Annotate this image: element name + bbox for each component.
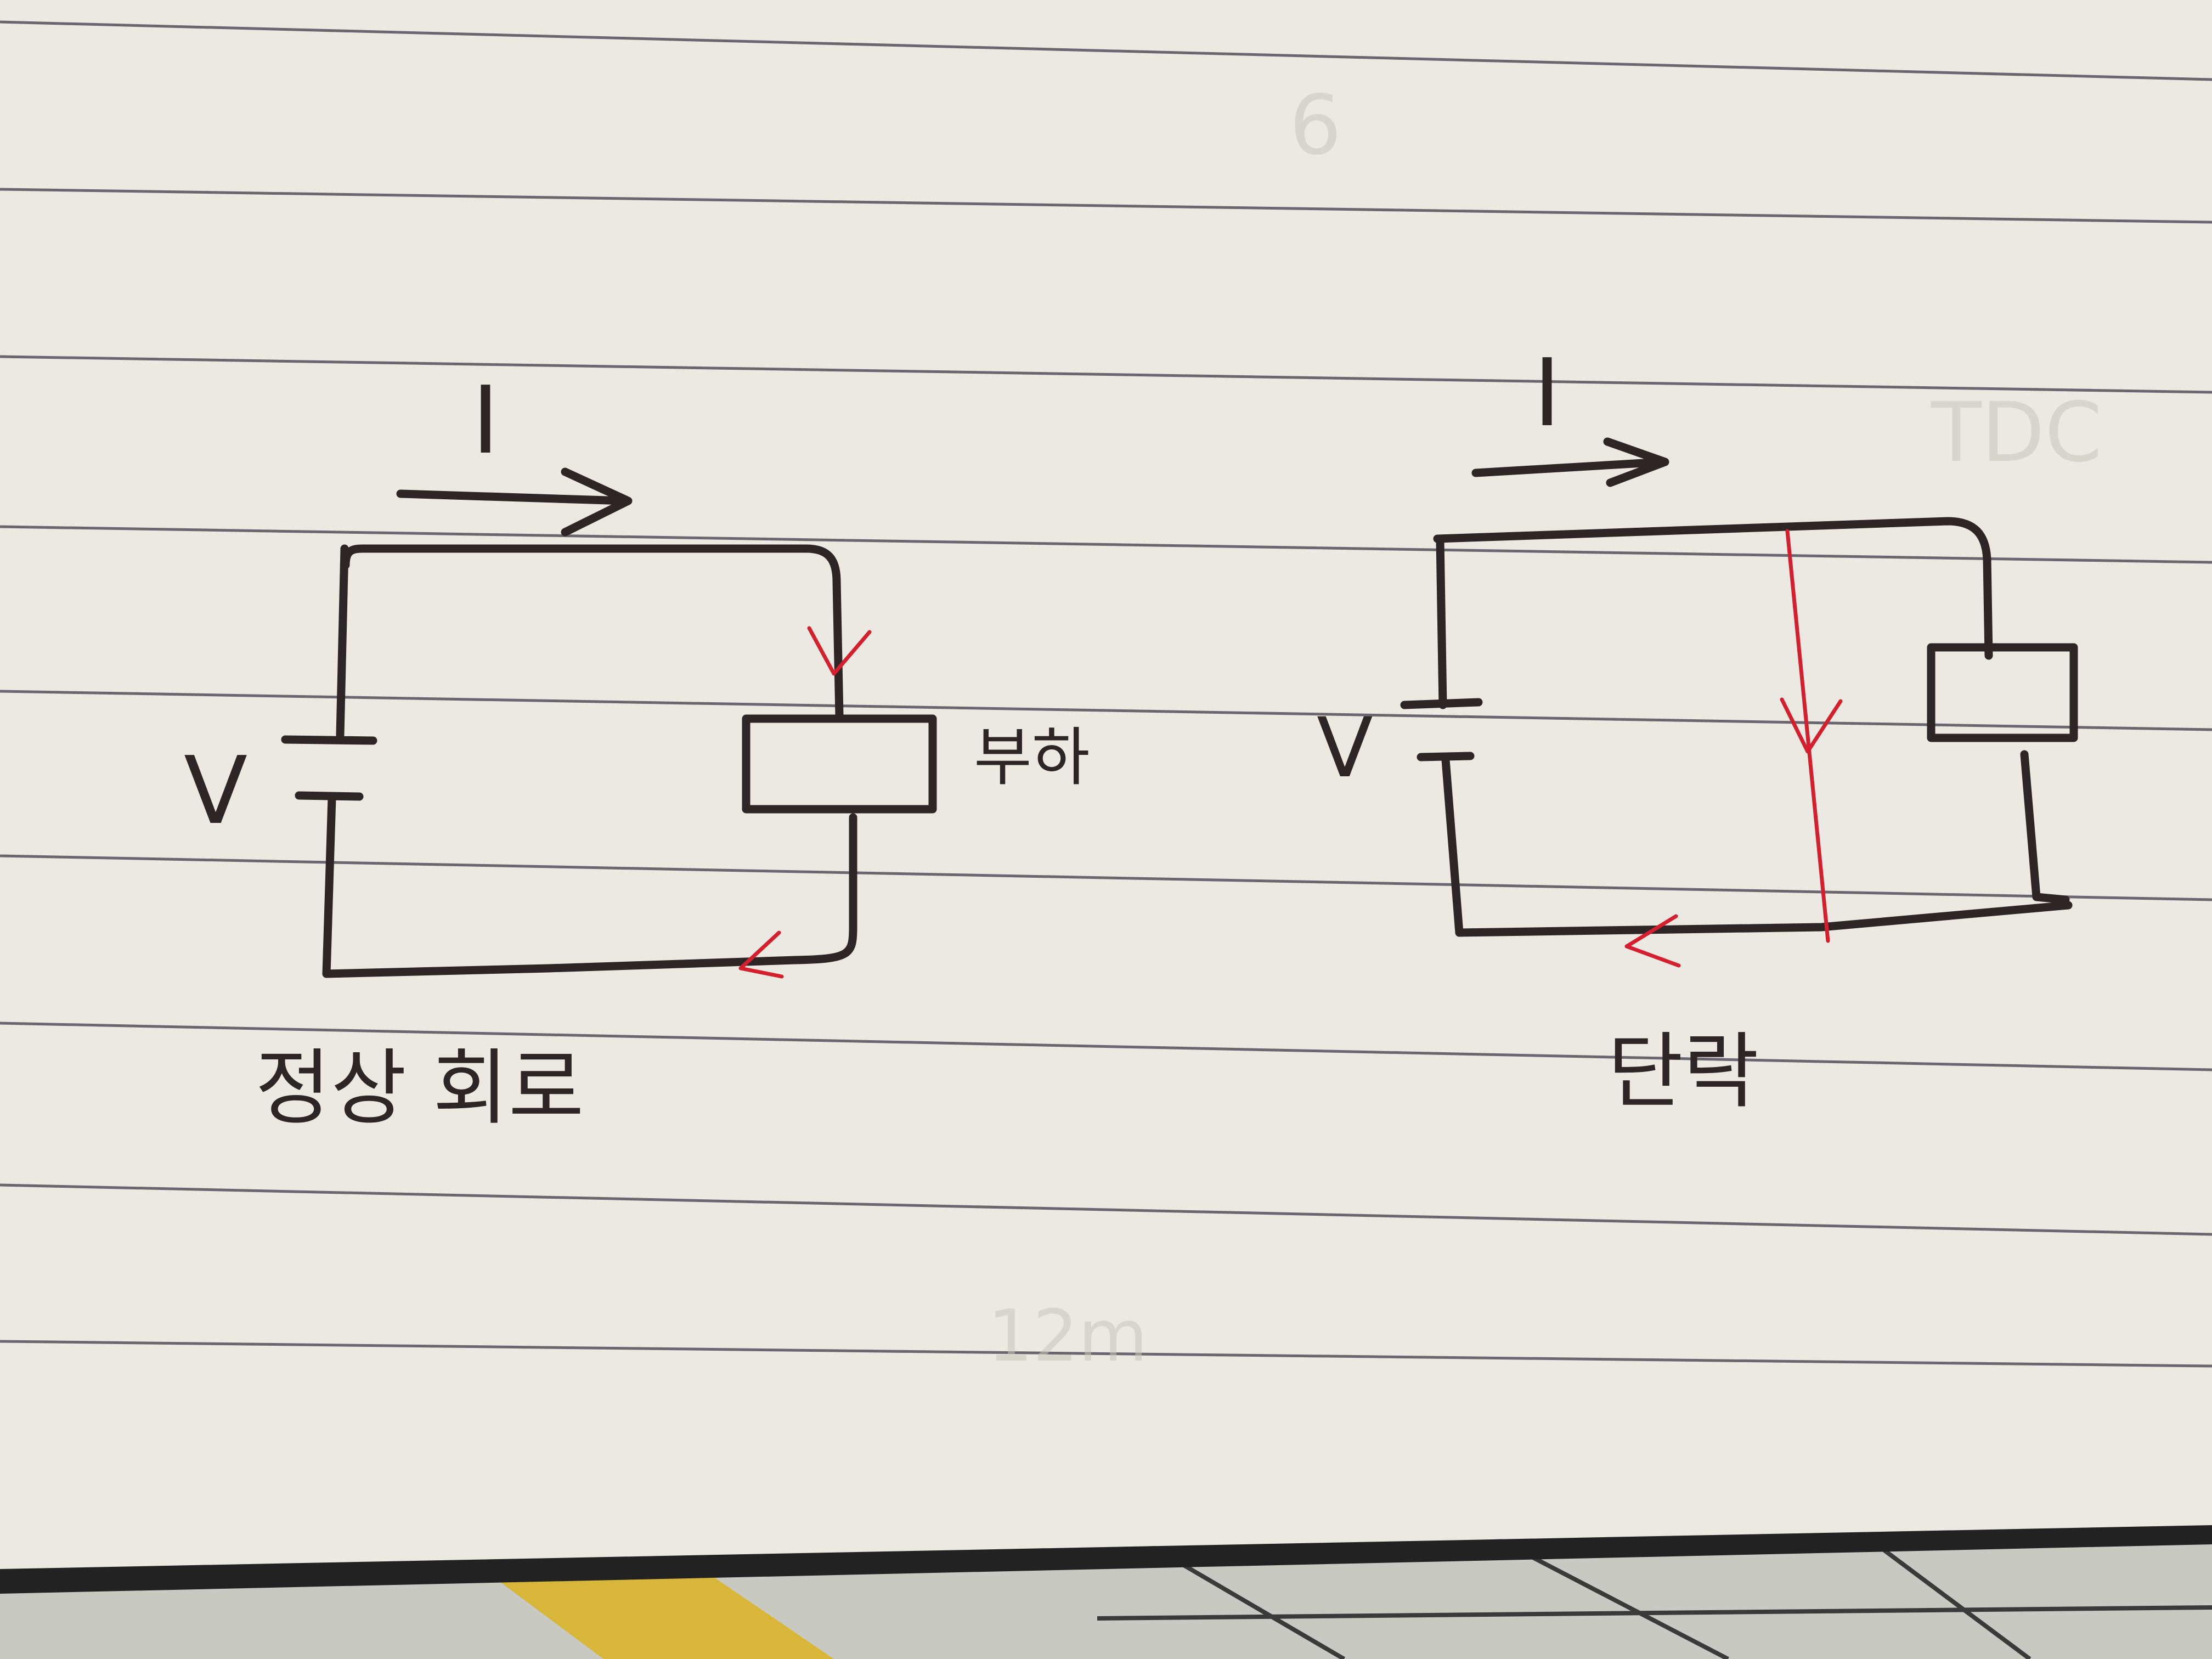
normal-wire-left-lower xyxy=(322,794,336,978)
ruled-lines xyxy=(0,20,2212,1368)
short-circuit: I V 단락 xyxy=(1317,339,2078,1120)
normal-wire-bottom xyxy=(322,813,857,978)
yellow-tape xyxy=(483,1558,834,1659)
normal-caption: 정상 회로 xyxy=(255,1041,584,1136)
normal-current-arrow xyxy=(396,467,633,537)
short-wire-bottom xyxy=(1455,901,2073,937)
load-label: 부하 xyxy=(974,721,1090,794)
normal-circuit: I 부하 V 정상 회로 xyxy=(184,366,1090,1136)
notebook-cover-edge xyxy=(0,1525,2212,1594)
red-arrow-right-down xyxy=(807,626,872,676)
short-wire-left-upper xyxy=(1436,536,1447,709)
short-wire-top xyxy=(1433,517,1993,660)
page-paper xyxy=(0,0,2212,1569)
short-wire-left-lower xyxy=(1441,755,1464,937)
short-load-box xyxy=(1927,643,2078,742)
short-voltage-label: V xyxy=(1317,701,1373,796)
red-arrow-short-down xyxy=(1780,697,1843,754)
red-arrow-bottom-left xyxy=(738,930,784,979)
short-current-arrow xyxy=(1471,437,1669,487)
short-wire-right xyxy=(2020,750,2070,904)
short-circuit-path xyxy=(1785,529,1830,943)
normal-wire-left-upper xyxy=(336,544,349,740)
normal-voltage-label: V xyxy=(184,737,247,845)
short-current-label: I xyxy=(1533,339,1561,448)
bleed-through-3: 12m xyxy=(988,1294,1148,1378)
bleed-through-1: 6 xyxy=(1289,78,1341,173)
load-resistor-box xyxy=(742,714,937,814)
short-caption: 단락 xyxy=(1607,1024,1759,1120)
red-arrow-short-bottom xyxy=(1624,914,1681,968)
normal-current-label: I xyxy=(472,366,499,475)
bleed-through-2: TDC xyxy=(1931,385,2102,481)
